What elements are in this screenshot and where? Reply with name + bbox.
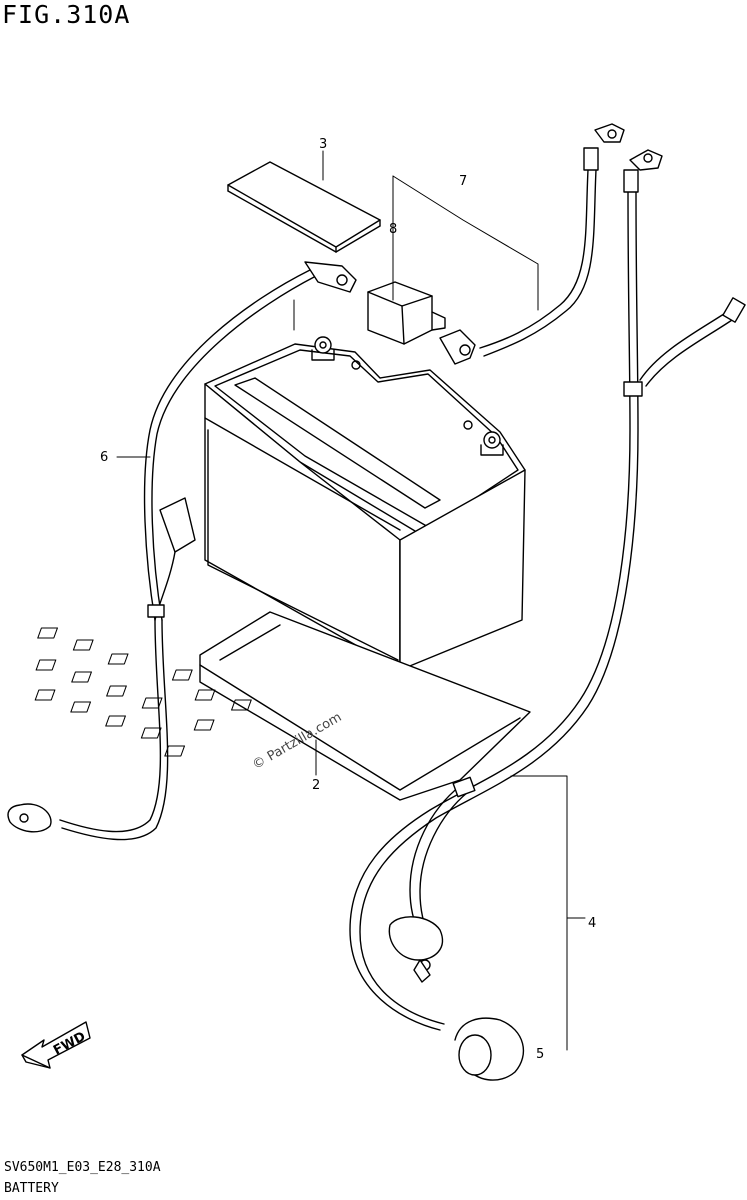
- forward-arrow-icon: FWD: [21, 1021, 91, 1069]
- battery-tray: [34, 611, 531, 801]
- callout-2: 2: [312, 778, 321, 793]
- negative-lead-cable: [7, 261, 357, 841]
- callout-7: 7: [459, 174, 468, 189]
- figure-title: FIG.310A: [2, 0, 131, 29]
- battery: [204, 336, 526, 671]
- terminal-cover: [367, 281, 446, 345]
- callout-6: 6: [100, 450, 109, 465]
- positive-lead-cable: [349, 149, 746, 1081]
- battery-pad-sheet: [227, 161, 381, 253]
- callout-8: 8: [389, 222, 398, 237]
- figure-code: SV650M1_E03_E28_310A: [4, 1160, 161, 1175]
- figure-caption: BATTERY: [4, 1181, 59, 1196]
- callout-5: 5: [536, 1047, 545, 1062]
- starter-relay-lead: [439, 123, 625, 365]
- callout-4: 4: [588, 916, 597, 931]
- callout-3: 3: [319, 137, 328, 152]
- callout-leaders: [116, 150, 586, 1051]
